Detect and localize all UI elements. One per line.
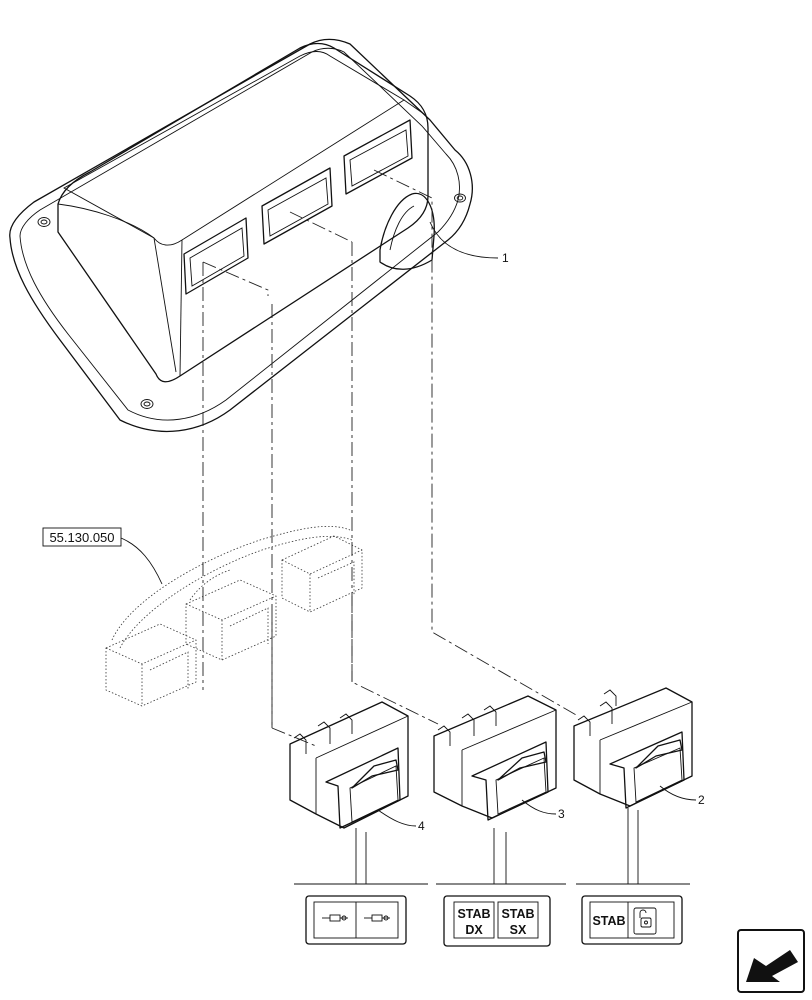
callout-label-2: 2 (698, 793, 705, 807)
callout-switch-4: 4 (377, 809, 425, 833)
callout-switch-2: 2 (659, 785, 705, 807)
legend-stab: STAB (592, 914, 625, 928)
rocker-switch-3 (433, 695, 557, 821)
connector-block-3 (185, 579, 277, 661)
panel-opening-right (343, 119, 413, 195)
panel-opening-left (183, 217, 249, 295)
callout-label-1: 1 (502, 251, 509, 265)
reference-box (42, 527, 122, 547)
rocker-switch-4 (289, 701, 409, 829)
switch-panel-housing (9, 38, 473, 433)
reference-code: 55.130.050 (49, 530, 114, 545)
legend-stab-sx-line1: STAB (501, 907, 534, 921)
legend-switch-4 (294, 828, 428, 945)
assembly-lines (202, 169, 579, 747)
legend-stab-dx-line2: DX (465, 923, 483, 937)
rocker-switch-2 (573, 687, 693, 809)
mounting-hole-left (37, 217, 51, 227)
mounting-hole-right (454, 193, 466, 203)
panel-opening-middle (261, 167, 333, 245)
callout-switch-3: 3 (521, 799, 565, 821)
connector-block-4 (105, 623, 197, 707)
legend-switch-2: STAB (576, 808, 690, 945)
wiring-harness (105, 525, 363, 707)
unlock-padlock-icon (633, 907, 657, 935)
next-page-arrow-icon[interactable] (737, 929, 805, 993)
stabilizer-cylinder-icon (322, 914, 390, 922)
callout-panel: 1 (429, 221, 509, 265)
connector-block-2 (281, 535, 363, 613)
legend-switch-3: STAB DX STAB SX (436, 828, 566, 947)
callout-label-4: 4 (418, 819, 425, 833)
legend-stab-sx-line2: SX (510, 923, 527, 937)
mounting-hole-bottom (140, 399, 154, 409)
reference-callout: 55.130.050 (42, 527, 163, 585)
legend-stab-dx-line1: STAB (457, 907, 490, 921)
callout-label-3: 3 (558, 807, 565, 821)
